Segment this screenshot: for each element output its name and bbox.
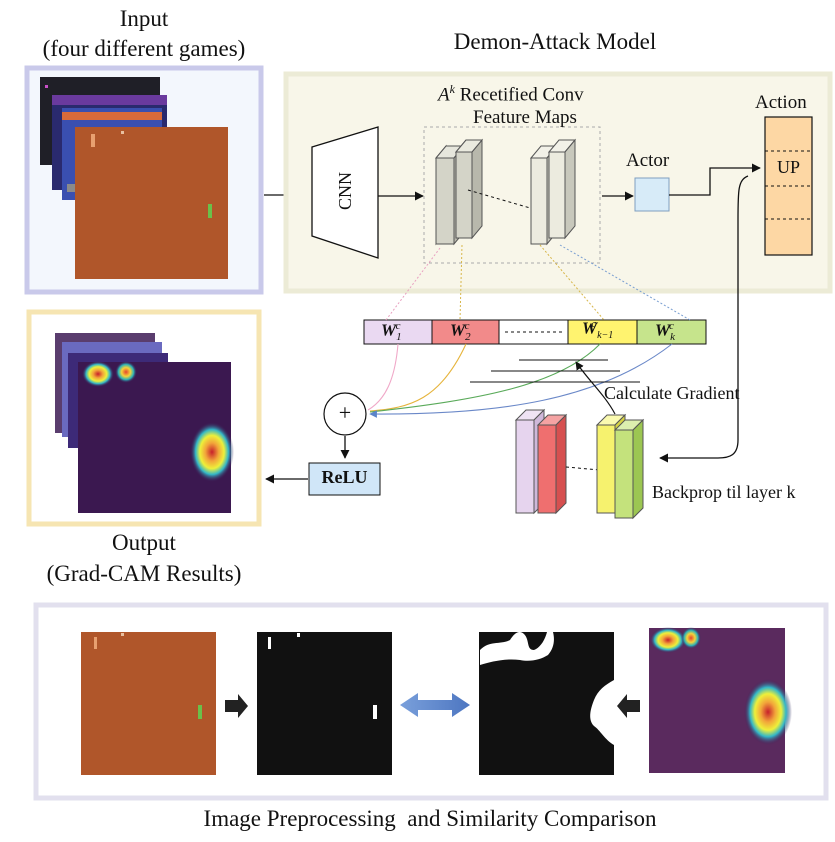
weight-wk-label: Wkc <box>655 320 676 344</box>
map-to-weight-lines <box>385 244 691 321</box>
calc-gradient-label: Calculate Gradient <box>604 383 740 403</box>
gradient-lines <box>470 359 640 383</box>
input-title: Input <box>119 6 169 31</box>
input-panel <box>24 65 264 295</box>
action-up-label: UP <box>776 157 800 177</box>
game-frame-front <box>75 127 228 279</box>
similarity-arrow <box>400 693 470 717</box>
weight-to-sum-curves <box>367 343 673 418</box>
sum-node <box>323 392 367 436</box>
backprop-label: Backprop til layer k <box>652 482 796 502</box>
weight-gap <box>498 319 569 345</box>
action-column <box>764 116 813 256</box>
output-title: Output <box>112 530 176 555</box>
feature-map-group-1 <box>434 138 484 246</box>
compare-original <box>81 632 216 775</box>
comparison-panel <box>33 602 829 801</box>
arrow-preprocess-1 <box>225 694 248 718</box>
action-label: Action <box>755 92 807 113</box>
input-subtitle: (four different games) <box>42 36 246 61</box>
comparison-caption: Image Preprocessing and Similarity Compa… <box>203 806 657 831</box>
output-panel <box>26 309 262 527</box>
arrow-actor-to-action <box>669 163 761 196</box>
cnn-block <box>311 126 379 259</box>
compare-binary-original <box>257 632 392 775</box>
backprop-layers <box>514 408 645 520</box>
ball <box>121 131 124 134</box>
feature-maps-line2: Feature Maps <box>473 107 577 128</box>
heatmap-blob-2 <box>115 361 137 383</box>
input-game-stack <box>40 77 228 279</box>
feature-maps-label: Ak Recetified Conv <box>438 82 584 106</box>
feature-maps-sup: k <box>449 82 455 96</box>
weight-w1-label: W1c <box>381 320 402 344</box>
paddle-left <box>91 134 95 147</box>
weight-wk-1-label: Wk−1c <box>582 318 614 342</box>
model-panel <box>283 71 833 294</box>
arrow-preprocess-2 <box>617 694 640 718</box>
heatmap-blob-3 <box>190 422 234 482</box>
weight-w2-label: W2c <box>450 320 471 344</box>
relu-box <box>308 462 381 496</box>
feature-map-group-2 <box>529 138 577 246</box>
actor-label: Actor <box>626 150 670 171</box>
weight-wk-1 <box>567 319 638 345</box>
actor-box <box>634 177 670 212</box>
maps-connector <box>467 189 545 213</box>
weight-wk <box>636 319 707 345</box>
arrow-calc-gradient <box>575 361 616 415</box>
relu-label: ReLU <box>321 467 368 487</box>
heatmap-blob-1 <box>82 361 114 387</box>
sum-label: + <box>338 400 352 425</box>
cnn-label: CNN <box>335 172 355 211</box>
feature-maps-line1: Recetified Conv <box>459 84 584 106</box>
paddle-right <box>208 204 212 218</box>
model-title: Demon-Attack Model <box>453 29 657 54</box>
output-subtitle: (Grad-CAM Results) <box>46 561 242 586</box>
arrow-action-to-backprop <box>659 175 749 463</box>
